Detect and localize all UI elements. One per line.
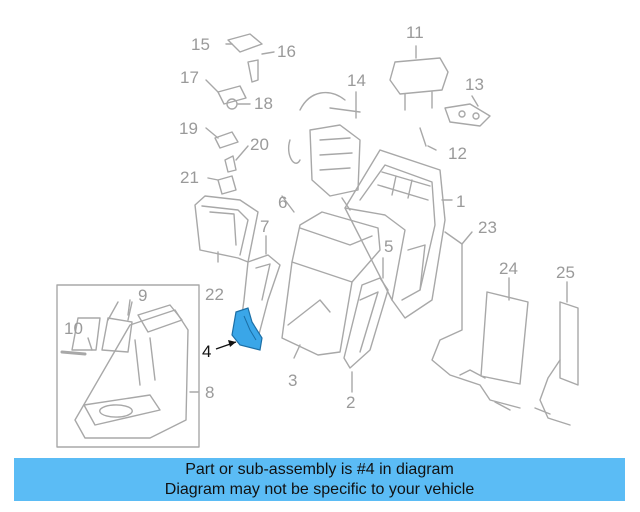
callout-1: 1 [456, 192, 466, 211]
headrest [389, 57, 449, 111]
pad-25 [534, 301, 579, 426]
callout-6: 6 [278, 193, 288, 212]
callout-21: 21 [180, 168, 199, 187]
callout-13: 13 [465, 75, 484, 94]
callout-18: 18 [254, 94, 273, 113]
parts-diagram [56, 33, 579, 448]
callout-12: 12 [448, 144, 467, 163]
callout-25: 25 [556, 263, 575, 282]
side-cover [239, 254, 281, 339]
leader-lines [87, 43, 568, 393]
info-banner: Part or sub-assembly is #4 in diagram Di… [14, 458, 625, 501]
pad-24 [480, 291, 529, 385]
callout-14: 14 [347, 71, 366, 90]
callout-2: 2 [346, 393, 356, 412]
callout-23: 23 [478, 218, 497, 237]
callout-22: 22 [205, 285, 224, 304]
wire-harness [431, 231, 521, 411]
hardware-parts [214, 33, 427, 195]
armrest-inset [56, 284, 200, 448]
callout-7: 7 [260, 217, 270, 236]
callout-24: 24 [499, 259, 518, 278]
highlighted-part-4[interactable] [215, 307, 263, 351]
callout-20: 20 [250, 135, 269, 154]
callout-19: 19 [179, 119, 198, 138]
callout-5: 5 [384, 237, 394, 256]
callout-15: 15 [191, 35, 210, 54]
headrest-guide [444, 103, 491, 127]
callout-10: 10 [64, 319, 83, 338]
side-panel [343, 277, 389, 369]
banner-line-1: Part or sub-assembly is #4 in diagram [185, 460, 454, 478]
seatback-cushion [281, 211, 381, 356]
callout-4: 4 [202, 342, 212, 361]
callout-17: 17 [180, 68, 199, 87]
banner-line-2: Diagram may not be specific to your vehi… [164, 480, 475, 498]
lumbar-mechanism [288, 91, 361, 211]
callout-11: 11 [406, 23, 424, 42]
callout-9: 9 [138, 286, 148, 305]
callout-16: 16 [277, 42, 296, 61]
callout-3: 3 [288, 371, 298, 390]
callout-8: 8 [205, 383, 215, 402]
back-panel [194, 195, 259, 263]
